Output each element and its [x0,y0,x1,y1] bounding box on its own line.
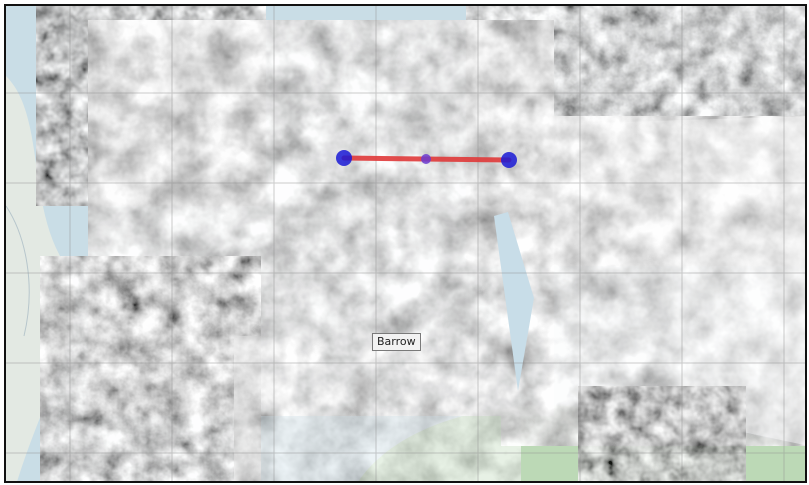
measure-end-vertex[interactable] [501,152,517,168]
measure-line[interactable] [336,150,517,168]
graticule-grid [6,6,805,481]
sar-imagery-mosaic [36,6,805,481]
map-viewport[interactable]: Barrow [4,4,807,483]
measure-mid-vertex[interactable] [421,154,431,164]
place-label-barrow: Barrow [372,333,421,351]
map-canvas[interactable] [6,6,807,483]
measure-start-vertex[interactable] [336,150,352,166]
